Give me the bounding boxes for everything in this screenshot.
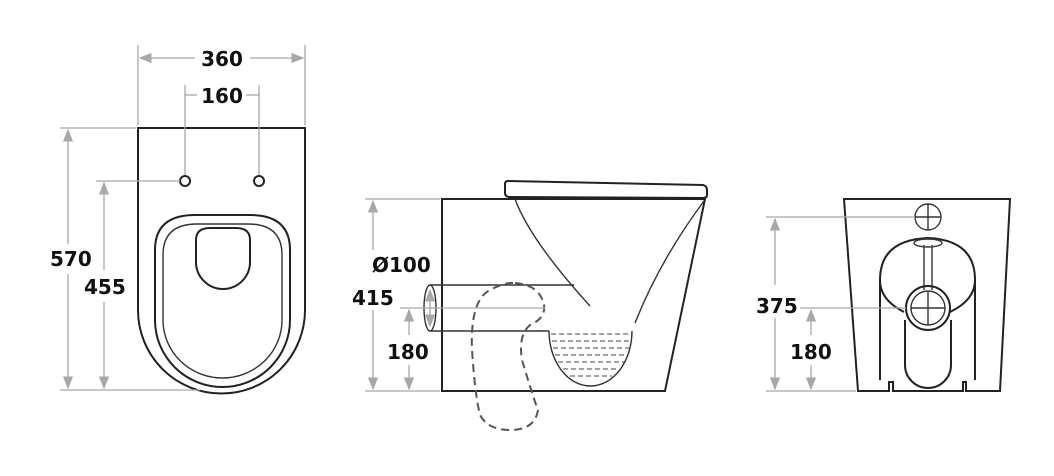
dim-inlet-height: 375 (756, 294, 798, 318)
bowl-outline (137, 127, 306, 395)
fixing-hole-right (253, 175, 265, 187)
body-outline (441, 198, 707, 392)
seat-outer (154, 214, 291, 388)
dim-side-height: 415 (352, 286, 394, 310)
water-trap (548, 330, 633, 387)
dim-hole-spacing: 160 (201, 84, 243, 108)
rear-view: 375 180 (756, 198, 1012, 392)
rear-body-outline (842, 198, 1012, 392)
rear-bowl-shape (878, 236, 977, 313)
seat-lid (504, 179, 708, 200)
top-view: 360 160 570 455 (50, 45, 306, 395)
dim-overall-width: 360 (201, 47, 243, 71)
fixing-hole-left (179, 175, 191, 187)
dim-overall-length: 570 (50, 247, 92, 271)
water-hatching (551, 333, 631, 377)
dim-outlet-diameter: Ø100 (372, 253, 431, 277)
side-view: Ø100 415 180 (352, 179, 708, 432)
lid-opening (195, 227, 251, 290)
p-trap-connector (470, 281, 546, 432)
bowl-front-curve (634, 200, 705, 324)
dim-rear-outlet-height: 180 (790, 340, 832, 364)
dim-side-outlet-height: 180 (387, 340, 429, 364)
bowl-back-curve (514, 198, 591, 307)
dim-hole-to-front: 455 (84, 275, 126, 299)
seat-inner (162, 223, 283, 379)
